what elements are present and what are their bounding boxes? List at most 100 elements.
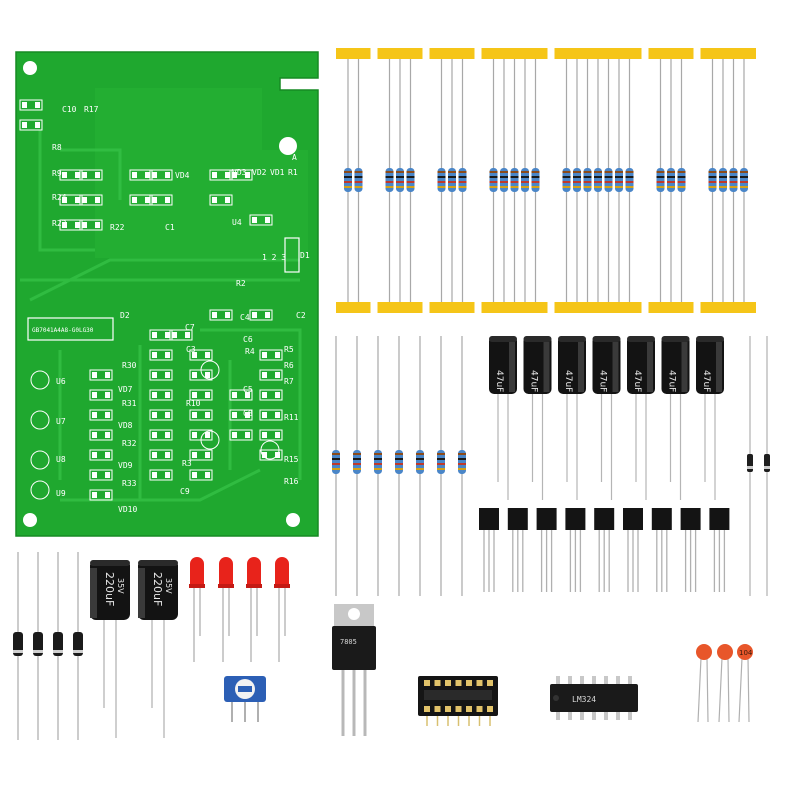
- pcb-footprint: [149, 194, 173, 206]
- mounting-hole: [23, 61, 37, 75]
- resistor: [332, 336, 340, 596]
- resistor: [437, 336, 445, 596]
- pcb-silkscreen-label: VD10: [118, 505, 137, 514]
- cap-value-label: 220uF: [103, 572, 116, 606]
- pcb-footprint: [229, 169, 253, 181]
- pcb-silkscreen-label: C1: [165, 223, 175, 232]
- pcb-footprint: [89, 409, 113, 421]
- resistor: [677, 59, 686, 302]
- led: [274, 557, 290, 662]
- resistor: [458, 336, 466, 596]
- pcb-footprint: [189, 349, 213, 361]
- resistor: [719, 59, 727, 302]
- pcb-footprint: [89, 429, 113, 441]
- ceramic-capacitors: 104: [696, 644, 753, 723]
- resistor: [708, 59, 717, 302]
- resistor: [521, 59, 529, 302]
- electrolytic-cap-small: 47uF: [696, 336, 724, 500]
- transistor: [594, 508, 615, 592]
- pcb-silkscreen-label: C3: [186, 345, 196, 354]
- resistor: [562, 59, 571, 302]
- pcb-footprint: [189, 469, 213, 481]
- resistor-strip: [554, 48, 642, 313]
- pcb-silkscreen-label: R32: [122, 439, 137, 448]
- pcb-footprint: [89, 369, 113, 381]
- pcb-silkscreen-label: R31: [122, 399, 137, 408]
- resistor: [604, 59, 613, 302]
- resistor: [656, 59, 665, 302]
- transistor-footprint: [200, 430, 220, 450]
- pcb-footprint: [19, 119, 43, 131]
- resistor: [344, 59, 352, 302]
- pcb-footprint: [209, 309, 233, 321]
- resistor-strip: [481, 48, 548, 313]
- resistor: [395, 336, 403, 596]
- resistor: [594, 59, 602, 302]
- resistor: [385, 59, 394, 302]
- pcb-silkscreen-label: U9: [56, 489, 66, 498]
- pcb-silkscreen-label: VD2: [252, 168, 267, 177]
- pcb-footprint: [249, 214, 273, 226]
- resistor: [396, 59, 404, 302]
- ceramic-cap-label: 104: [739, 649, 753, 657]
- small-signal-diodes: [747, 336, 770, 596]
- transistor: [680, 508, 701, 592]
- resistor: [510, 59, 519, 302]
- led: [246, 557, 262, 662]
- regulator-label: 7805: [340, 638, 357, 646]
- pcb-silkscreen-label: C4: [240, 313, 250, 322]
- pcb-silkscreen-label: VD4: [175, 171, 190, 180]
- pcb-silkscreen-label: R2: [236, 279, 246, 288]
- rectifier-diodes: [13, 552, 83, 740]
- resistor: [353, 336, 361, 596]
- cap-value-label: 220uF: [151, 572, 164, 606]
- electrolytic-cap-small: 47uF: [523, 336, 552, 500]
- resistor-strip: [429, 48, 475, 313]
- pcb-footprint: [19, 99, 43, 111]
- pcb-footprint: [149, 429, 173, 441]
- electrolytic-cap-small: 47uF: [661, 336, 690, 500]
- transistor: [536, 508, 557, 592]
- cap-value-label: 47uF: [598, 370, 608, 392]
- resistor: [583, 59, 592, 302]
- pcb-footprint: [149, 389, 173, 401]
- electrolytic-cap-small: 47uF: [489, 336, 517, 500]
- ic-footprint-label: GB7041A4A8-G0LG30: [32, 327, 94, 334]
- small-diode: [764, 336, 770, 596]
- transistor-footprint: [30, 410, 50, 430]
- cap-value-label: 47uF: [529, 370, 539, 392]
- pcb-silkscreen-label: R33: [122, 479, 137, 488]
- transistor: [651, 508, 672, 592]
- pcb-footprint: [79, 194, 103, 206]
- cap-value-label: 47uF: [563, 370, 573, 392]
- pcb-silkscreen-label: U7: [56, 417, 66, 426]
- pcb-footprint: [169, 329, 193, 341]
- voltage-regulator: 7805: [332, 604, 376, 736]
- pcb-silkscreen-label: R16: [284, 477, 299, 486]
- electrolytic-cap-small: 47uF: [558, 336, 586, 500]
- pcb-silkscreen-label: R4: [245, 347, 255, 356]
- pcb-silkscreen-label: VD8: [118, 421, 133, 430]
- pcb-footprint: [229, 409, 253, 421]
- pcb-silkscreen-label: R15: [284, 455, 299, 464]
- pcb-silkscreen-label: R10: [186, 399, 201, 408]
- ic-chip-lm324: LM324: [550, 676, 638, 720]
- pcb-silkscreen-label: C5: [243, 385, 253, 394]
- pcb-silkscreen-label: C8: [243, 409, 253, 418]
- pcb-silkscreen-label: 1 2 3: [262, 253, 286, 262]
- led: [218, 557, 234, 662]
- pcb-footprint: [259, 409, 283, 421]
- pcb-footprint: [79, 169, 103, 181]
- cap-value-label: 47uF: [494, 370, 504, 392]
- resistor: [458, 59, 467, 302]
- ceramic-capacitor: [717, 644, 733, 723]
- pcb-footprint: [149, 169, 173, 181]
- transistor: [565, 508, 586, 592]
- pcb-silkscreen-label: R24: [52, 193, 67, 202]
- mounting-hole: [279, 137, 297, 155]
- resistor: [615, 59, 623, 302]
